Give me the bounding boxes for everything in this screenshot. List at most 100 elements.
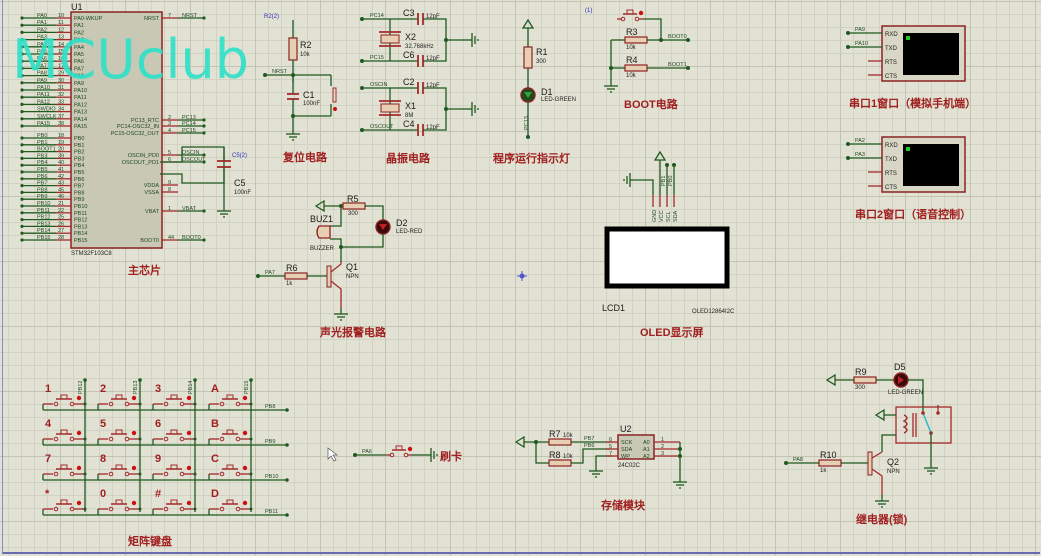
r6[interactable] <box>284 272 308 280</box>
keypad-key[interactable]: 4 <box>42 418 87 445</box>
transistor-q2[interactable] <box>867 451 873 476</box>
r8[interactable] <box>548 459 572 467</box>
transistor-q1[interactable] <box>326 265 332 288</box>
card-switch[interactable]: PA6 刷卡 <box>353 445 462 463</box>
pin-net: NRST <box>182 13 198 19</box>
r9[interactable] <box>853 376 877 384</box>
mcu-body[interactable] <box>70 11 163 249</box>
oled-screen[interactable] <box>604 226 730 289</box>
oled-display[interactable]: PB1 PB0 GND VCC SCL SDA LCD1 OLED12864I2… <box>602 151 735 339</box>
u2-a0: A0 <box>643 440 650 446</box>
r2[interactable] <box>288 37 298 61</box>
run-led-circuit[interactable]: R1 300 D1 LED-GREEN PC13 程序运行指示灯 <box>493 19 576 165</box>
eeprom-circuit[interactable]: R7 10k R8 10k PB7 PB6 6 5 7 SCK SDA WP A… <box>515 424 688 512</box>
boot-button[interactable] <box>616 9 644 22</box>
relay-circuit[interactable]: R9 300 D5 LED-GREEN PA8 R10 1k Q2 NPN 继电… <box>784 362 952 526</box>
x1[interactable] <box>380 103 400 113</box>
keypad-key[interactable]: 2 <box>97 383 142 410</box>
r4[interactable] <box>624 64 648 72</box>
card-button[interactable] <box>385 445 413 458</box>
keypad-key[interactable]: * <box>42 488 87 515</box>
x2[interactable] <box>380 34 400 44</box>
uart2-terminal[interactable]: PA2 PA3 RXD TXD RTS CTS 串口2窗口（语音控制） <box>846 136 971 221</box>
uart2-screen[interactable] <box>903 144 959 186</box>
keypad-key[interactable]: 8 <box>97 453 142 480</box>
alarm-circuit[interactable]: R5 300 D2 LED-RED BUZ1 BUZZER PA7 R6 1k … <box>256 194 423 339</box>
keypad-key[interactable]: 3 <box>152 383 197 410</box>
keypad-key[interactable]: 0 <box>97 488 142 515</box>
keypad-key[interactable]: A <box>208 383 253 410</box>
keypad-key[interactable]: 5 <box>97 418 142 445</box>
keypad-key[interactable]: 6 <box>152 418 197 445</box>
keypad-key[interactable]: D <box>208 488 253 515</box>
r7[interactable] <box>548 438 572 446</box>
boot-probe[interactable]: (1) <box>585 8 592 14</box>
relay-coil[interactable] <box>895 406 952 444</box>
r2-probe[interactable]: R2(2) <box>264 14 279 20</box>
r3[interactable] <box>624 36 648 44</box>
boot-circuit[interactable]: (1) R3 10k BOOT0 R4 10k BOOT1 BOOT电路 <box>585 8 690 111</box>
reset-circuit[interactable]: R2(2) R2 10k NRST C1 100nF 复位电路 <box>263 14 337 164</box>
keypad-key[interactable]: 7 <box>42 453 87 480</box>
r1[interactable] <box>523 46 533 69</box>
crystal-circuit[interactable]: PC14 PC15 OSCIN OSCOUT X2 32.768kHz X1 8… <box>360 8 479 165</box>
pin-number: 26 <box>58 221 64 227</box>
uart1-terminal[interactable]: PA9 PA10 RXD TXD RTS CTS 串口1窗口（模拟手机端） <box>846 25 976 110</box>
keypad-key[interactable]: B <box>208 418 253 445</box>
reset-button[interactable] <box>332 87 337 103</box>
r10[interactable] <box>818 459 842 467</box>
keypad-key[interactable]: 9 <box>152 453 197 480</box>
keypad-key[interactable]: C <box>208 453 253 480</box>
c5-probe[interactable]: C5(2) <box>232 153 247 159</box>
buzzer[interactable] <box>316 225 331 239</box>
u2-pin2: 2 <box>661 444 664 450</box>
uart1-screen[interactable] <box>903 33 959 75</box>
eeprom-u2[interactable] <box>617 434 655 460</box>
keypad-key[interactable]: # <box>152 488 197 515</box>
keypad-key[interactable]: 1 <box>42 383 87 410</box>
